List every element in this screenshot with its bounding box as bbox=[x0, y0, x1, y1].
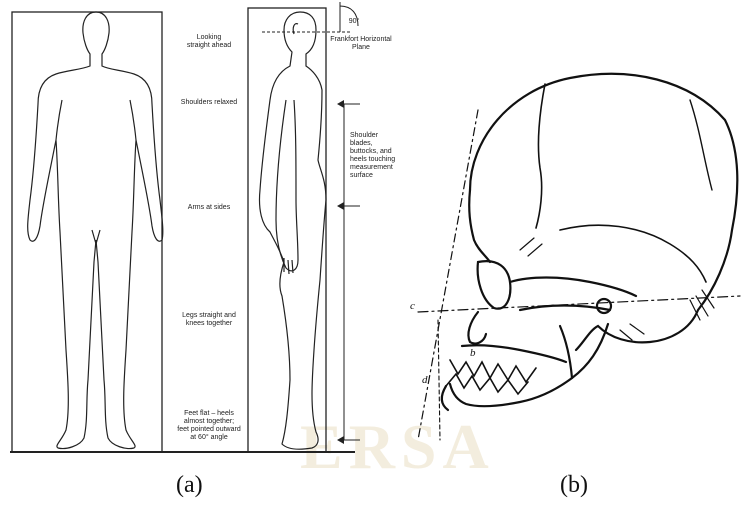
label-arms-at-sides: Arms at sides bbox=[178, 204, 240, 212]
panel-b-drawing bbox=[418, 74, 740, 440]
label-frankfort-plane: Frankfort Horizontal Plane bbox=[328, 36, 394, 52]
caption-a: (a) bbox=[176, 472, 203, 499]
upper-teeth bbox=[450, 360, 536, 382]
label-looking-straight: Looking straight ahead bbox=[178, 34, 240, 50]
label-legs-straight: Legs straight and knees together bbox=[176, 312, 242, 328]
front-right-arm-inner bbox=[130, 100, 136, 140]
coronal-suture bbox=[536, 84, 545, 228]
mandible-ramus bbox=[560, 326, 572, 378]
side-arm-outline bbox=[276, 100, 298, 271]
facial-line bbox=[438, 320, 440, 440]
front-crotch-line bbox=[92, 230, 100, 244]
side-body-outline bbox=[259, 12, 326, 449]
panel-a-drawing bbox=[10, 2, 360, 452]
label-90-degrees: 90° bbox=[344, 18, 364, 26]
zygomatic-arch bbox=[510, 278, 636, 297]
arrow-buttocks bbox=[337, 202, 360, 210]
skull-letter-b: b bbox=[470, 347, 476, 359]
lambdoid-suture bbox=[690, 100, 712, 190]
maxilla-line bbox=[462, 345, 566, 362]
front-left-arm-inner bbox=[56, 100, 62, 140]
arrow-shoulder bbox=[337, 100, 360, 108]
skull-forehead bbox=[469, 190, 490, 262]
chin bbox=[442, 386, 448, 410]
mandible-outline bbox=[450, 324, 608, 406]
label-shoulders-relaxed: Shoulders relaxed bbox=[178, 99, 240, 107]
skull-letter-d: d bbox=[422, 374, 428, 386]
caption-b: (b) bbox=[560, 472, 588, 499]
squamosal-suture bbox=[560, 225, 706, 282]
skull-letter-c: c bbox=[410, 300, 415, 312]
lower-teeth bbox=[446, 374, 528, 394]
arrow-heels bbox=[337, 436, 360, 444]
vertical-dashed-line bbox=[418, 110, 478, 440]
label-shoulder-blades: Shoulder blades, buttocks, and heels tou… bbox=[350, 132, 402, 180]
ear-canal bbox=[597, 299, 611, 313]
front-body-outline bbox=[28, 12, 163, 449]
skull-orbit bbox=[478, 261, 511, 309]
side-view-frame bbox=[248, 8, 326, 452]
label-feet-flat: Feet flat – heels almost together; feet … bbox=[174, 410, 244, 442]
nasal-aperture bbox=[468, 312, 486, 344]
